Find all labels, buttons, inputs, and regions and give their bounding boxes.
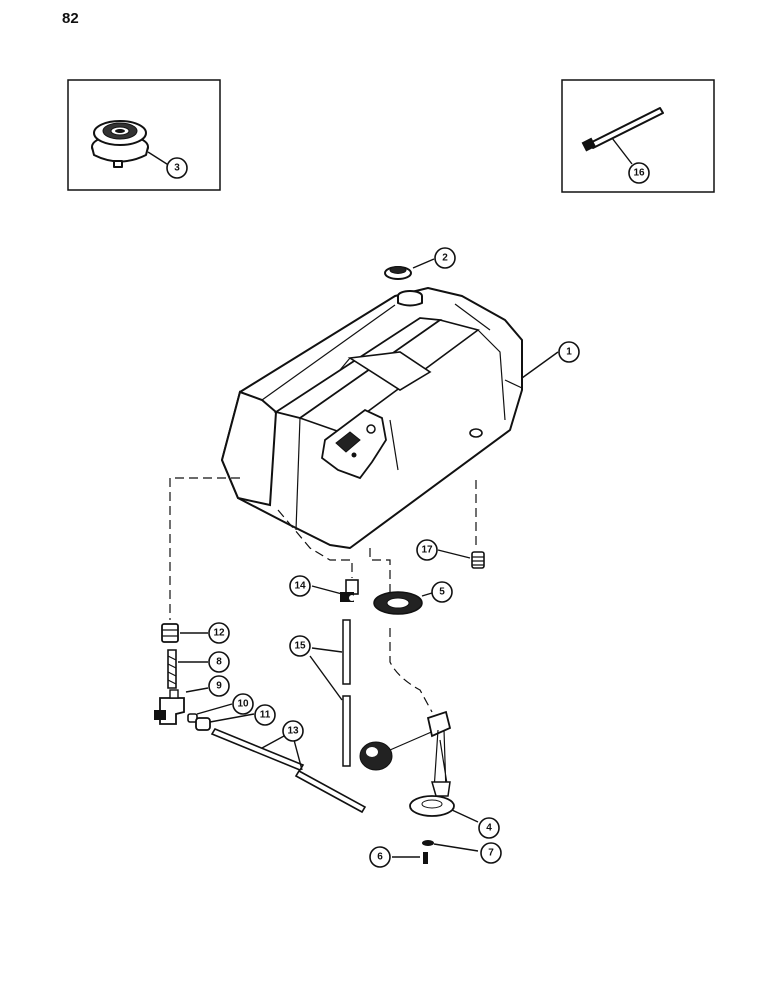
svg-text:11: 11 [260,710,271,721]
callout-4: 4 [478,817,500,839]
callout-14: 14 [289,575,311,597]
rod-drawing [581,107,664,152]
svg-text:14: 14 [294,581,306,592]
callout-1: 1 [558,341,580,363]
assembly-dashed-lines [169,477,477,713]
callout-11: 11 [254,704,276,726]
valve-part [154,687,209,725]
svg-text:17: 17 [421,545,433,556]
fuel-line-part [210,727,367,814]
svg-text:1: 1 [566,347,572,358]
svg-text:2: 2 [442,253,448,264]
page-number: 82 [62,10,79,27]
svg-text:3: 3 [174,163,180,174]
screw-part [392,852,428,864]
callout-15: 15 [289,635,311,657]
callout-2: 2 [434,247,456,269]
leader-3 [147,151,171,167]
callout-9: 9 [208,675,230,697]
callout-3: 3 [166,157,188,179]
plug-part [437,549,485,569]
callout-12: 12 [208,622,230,644]
fitting-part [161,623,208,643]
hose-part [167,649,208,689]
fuel-tank [220,287,559,549]
svg-text:15: 15 [294,641,306,652]
sending-unit-part [359,710,479,823]
gasket-part [373,591,433,615]
leader-16 [611,137,633,165]
callout-8: 8 [208,651,230,673]
inset-rod [561,79,715,193]
callout-10: 10 [232,693,254,715]
callout-6: 6 [369,846,391,868]
callout-5: 5 [431,581,453,603]
nut-part [195,713,255,731]
callout-17: 17 [416,539,438,561]
svg-text:9: 9 [216,681,222,692]
svg-text:10: 10 [237,699,249,710]
svg-text:7: 7 [488,848,494,859]
svg-text:4: 4 [486,823,492,834]
svg-text:6: 6 [377,852,383,863]
svg-text:13: 13 [287,726,299,737]
svg-text:16: 16 [633,168,645,179]
tube-part [309,619,351,767]
filler-cap-drawing [91,120,149,168]
callout-16: 16 [628,162,650,184]
svg-text:8: 8 [216,657,222,668]
svg-text:12: 12 [213,628,225,639]
leader-1 [521,351,559,379]
washer-part [422,840,479,852]
svg-text:5: 5 [439,587,445,598]
tank-cap-part [384,258,435,280]
elbow-fitting-part [311,579,359,602]
callout-13: 13 [282,720,304,742]
inset-filler-cap [67,79,221,191]
callout-7: 7 [480,842,502,864]
